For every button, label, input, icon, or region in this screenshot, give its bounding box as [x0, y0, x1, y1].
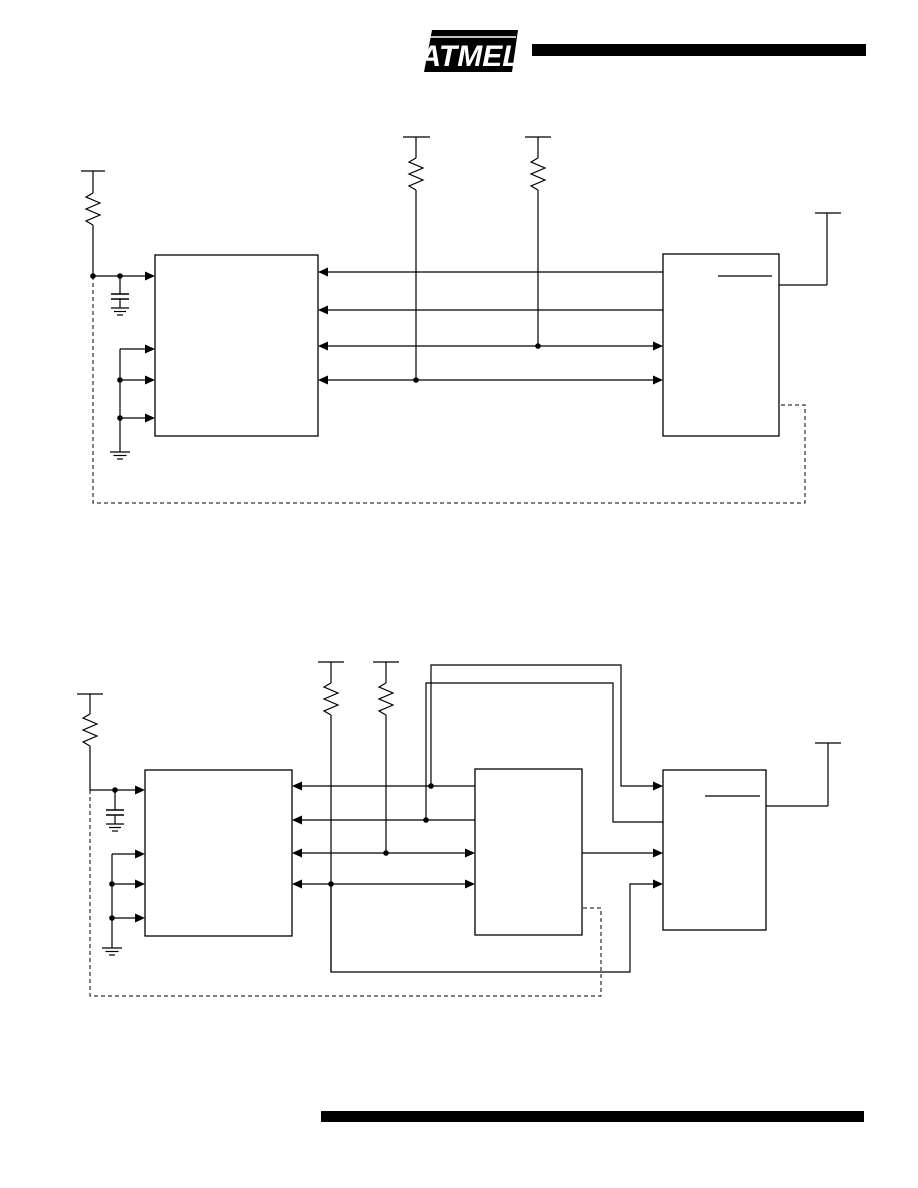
dashed-connection: [89, 790, 602, 997]
dashed-connection: [92, 276, 806, 504]
signal-line-4: [292, 879, 475, 889]
bus-pullup-resistor-2: [373, 661, 399, 853]
signal-line-2: [292, 815, 475, 825]
right-supply: [766, 742, 841, 807]
signal-line-3: [292, 848, 475, 858]
right-device-block: [662, 253, 780, 437]
middle-device-block: [474, 768, 583, 936]
ground-icon: [109, 451, 131, 460]
header: ATMEL: [418, 30, 866, 73]
middle-to-right-line: [582, 848, 663, 858]
decoupling-capacitor: [105, 809, 125, 832]
signal-line-4: [318, 375, 663, 385]
left-pullup-resistor: [77, 693, 103, 790]
signal-line-1: [292, 781, 475, 791]
left-controller-block: [144, 769, 293, 937]
bottom-circuit-diagram: [77, 661, 841, 997]
left-pullup-resistor: [81, 170, 105, 276]
signal-line-2: [318, 305, 663, 315]
right-supply: [779, 212, 841, 286]
decoupling-capacitor: [110, 293, 130, 316]
header-rule: [532, 44, 866, 56]
atmel-logo: ATMEL: [418, 30, 521, 73]
signal-line-3: [318, 341, 663, 351]
ground-strap: [109, 344, 155, 460]
logo-text: ATMEL: [418, 40, 520, 73]
left-controller-block: [154, 254, 319, 437]
footer-rule: [321, 1111, 864, 1122]
signal-line-1: [318, 267, 663, 277]
ground-icon: [101, 947, 123, 956]
bus-pullup-resistor-1: [403, 136, 430, 380]
right-device-block: [662, 769, 767, 931]
route-line-top: [430, 664, 663, 791]
route-line-second: [425, 682, 663, 823]
ground-strap: [101, 849, 145, 956]
route-line-bottom: [330, 879, 663, 973]
bus-pullup-resistor-2: [525, 136, 551, 346]
top-circuit-diagram: [81, 136, 841, 504]
